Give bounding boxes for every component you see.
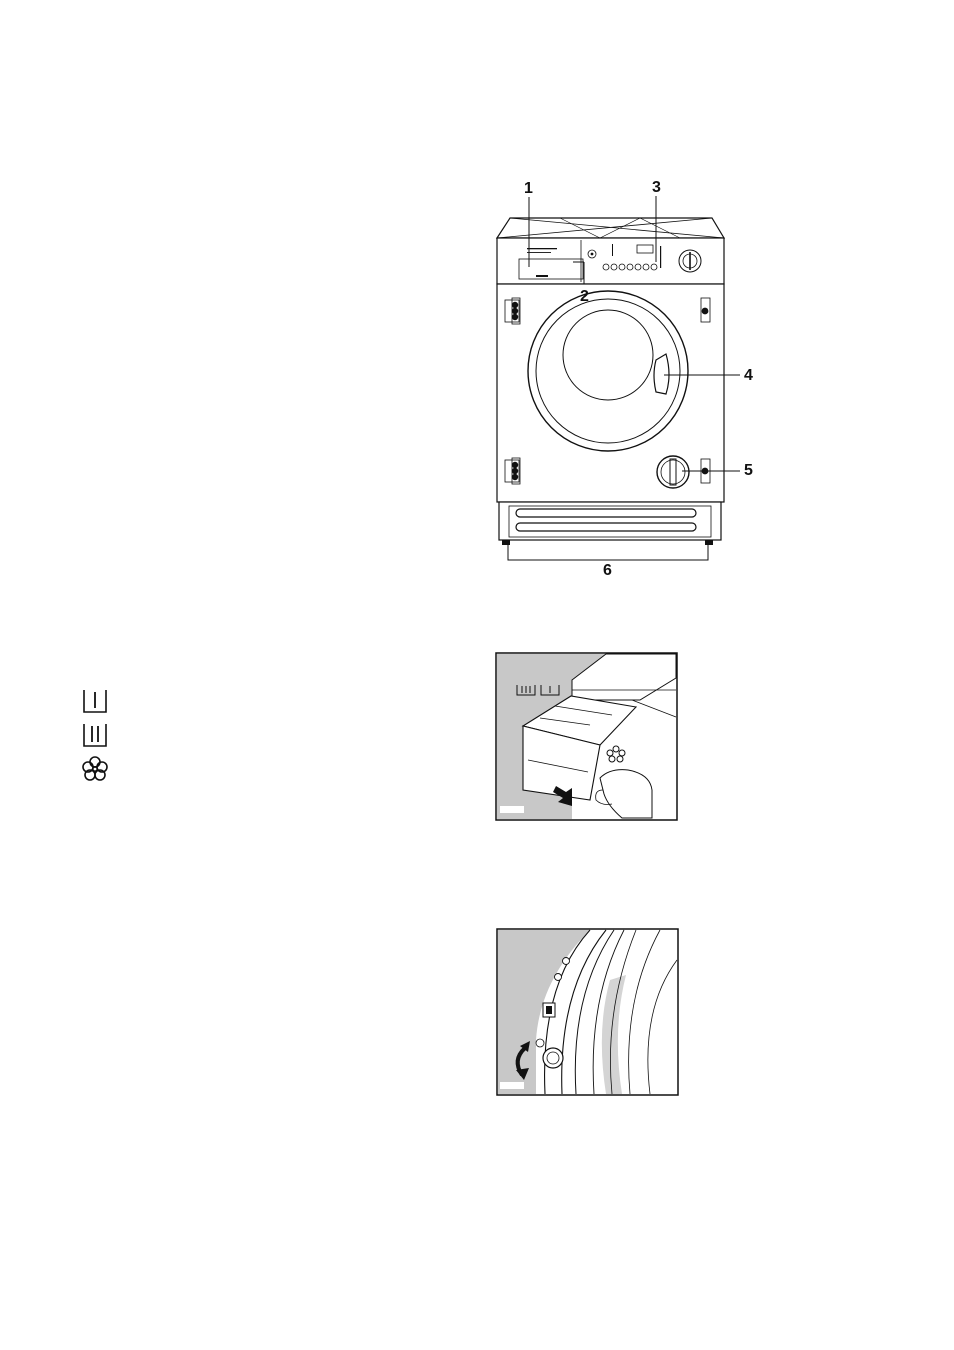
manual-page: 1 2 3 4 5 6	[0, 0, 954, 1350]
filter-cover-illustration	[0, 0, 954, 1350]
